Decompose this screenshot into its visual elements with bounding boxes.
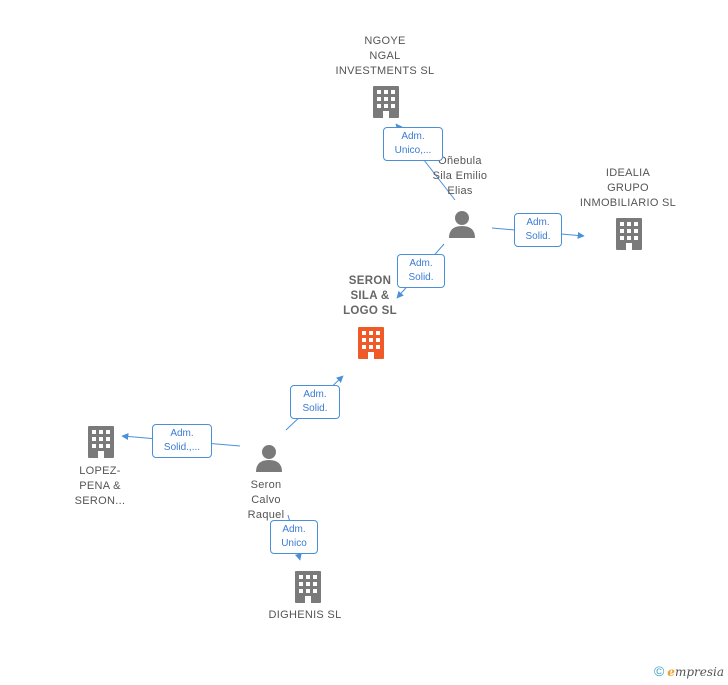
edge-label-emilio-seron-sila[interactable]: Adm. Solid. — [397, 254, 445, 288]
node-label-ngoye[interactable]: NGOYE NGAL INVESTMENTS SL — [335, 35, 435, 77]
edge-label-raquel-seron-sila[interactable]: Adm. Solid. — [290, 385, 340, 419]
edge-label-emilio-idealia[interactable]: Adm. Solid. — [514, 213, 562, 247]
node-label-dighenis[interactable]: DIGHENIS SL — [268, 609, 342, 621]
person-icon-emilio[interactable] — [449, 211, 475, 238]
brand-wordmark: empresia — [667, 665, 724, 679]
person-icon-raquel[interactable] — [256, 445, 282, 472]
building-icon-dighenis[interactable] — [295, 571, 321, 603]
node-label-idealia[interactable]: IDEALIA GRUPO INMOBILIARIO SL — [579, 167, 677, 209]
empresia-logo: ©empresia — [654, 663, 724, 679]
building-icon-idealia[interactable] — [616, 218, 642, 250]
building-icon-lopez[interactable] — [88, 426, 114, 458]
building-icon-ngoye[interactable] — [373, 86, 399, 118]
node-label-seron-sila[interactable]: SERON SILA & LOGO SL — [343, 275, 397, 317]
node-label-lopez[interactable]: LOPEZ- PENA & SERON... — [74, 465, 126, 507]
edge-label-raquel-dighenis[interactable]: Adm. Unico — [270, 520, 318, 554]
copyright-icon: © — [653, 663, 665, 679]
edge-label-raquel-lopez[interactable]: Adm. Solid.,... — [152, 424, 212, 458]
building-icon-seron-sila[interactable] — [358, 327, 384, 359]
node-label-emilio[interactable]: Oñebula Sila Emilio Elias — [432, 155, 488, 197]
edge-label-emilio-ngoye[interactable]: Adm. Unico,... — [383, 127, 443, 161]
node-label-raquel[interactable]: Seron Calvo Raquel — [247, 479, 285, 521]
